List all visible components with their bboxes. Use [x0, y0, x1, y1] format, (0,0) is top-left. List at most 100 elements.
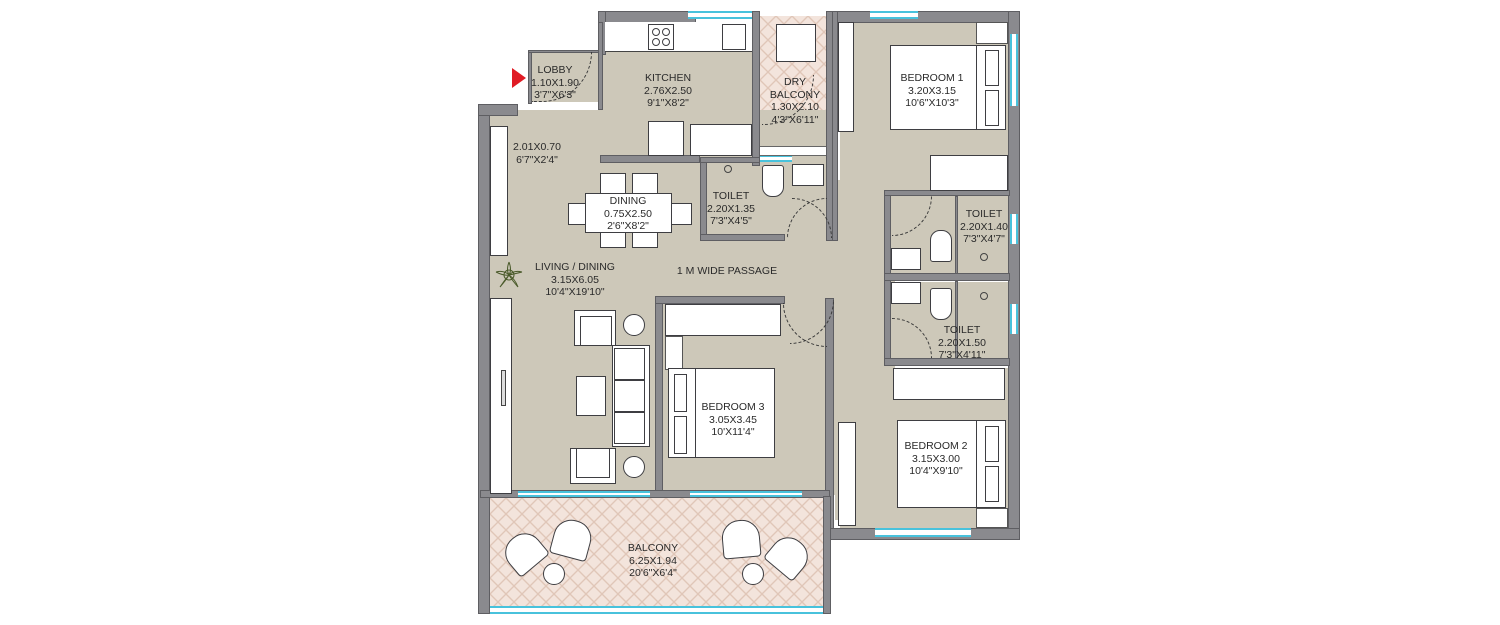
coffee-table [576, 376, 606, 416]
room-name: BEDROOM 3 [701, 401, 765, 413]
pillow [985, 466, 999, 502]
room-imperial: 6'7"X2'4" [516, 153, 558, 166]
room-metric: 3.05X3.45 [709, 413, 757, 426]
room-metric: 0.75X2.50 [604, 207, 652, 220]
room-name: 1 M WIDE PASSAGE [676, 265, 778, 277]
wall-bedroom3-top [655, 296, 785, 304]
kitchen-window [688, 11, 752, 19]
dry-balcony-shelf [760, 146, 826, 156]
fridge-icon [648, 121, 684, 156]
wall-kitchen-right [752, 11, 760, 166]
armchair-seat [580, 316, 612, 346]
entry-arrow-icon [512, 68, 526, 88]
balcony-railing [490, 606, 823, 614]
pillow [985, 50, 999, 86]
room-name: TOILET [712, 190, 750, 202]
room-metric: 6.25X1.94 [629, 554, 677, 567]
toilet-icon [930, 288, 952, 320]
sofa-cushion [614, 380, 645, 412]
bedroom1-wardrobe [838, 22, 854, 132]
shower-icon [724, 165, 732, 173]
wall-foyer-ledge [478, 104, 518, 116]
toilet-b2-label: TOILET 2.20X1.50 7'3"X4'11" [938, 324, 986, 362]
balcony-table [742, 563, 764, 585]
room-metric: 1.30X2.10 [771, 101, 819, 113]
room-metric: 2.20X1.50 [938, 336, 986, 349]
washbasin-icon [792, 164, 824, 186]
toilet-icon [930, 230, 952, 262]
bedroom2-nightstand [976, 508, 1008, 528]
passage-label: 1 M WIDE PASSAGE [677, 265, 777, 278]
room-name: LIVING / DINING [535, 261, 615, 273]
room-name: DINING [609, 195, 647, 207]
sofa-cushion [614, 348, 645, 380]
wall-kitchen-divider [598, 22, 603, 110]
room-name: BEDROOM 1 [900, 72, 964, 84]
room-imperial: 10'4"X9'10" [909, 465, 963, 477]
room-name: LOBBY [537, 64, 573, 76]
room-imperial: 9'1"X8'2" [647, 97, 689, 109]
room-name: TOILET [965, 208, 1003, 220]
wall-balcony-top [480, 490, 830, 498]
toilet-b2-window [1010, 304, 1018, 334]
kitchen-label: KITCHEN 2.76X2.50 9'1"X8'2" [644, 72, 692, 110]
room-imperial: 2'6"X8'2" [607, 220, 649, 232]
burner-icon [662, 28, 670, 36]
bedroom1-window-top [870, 11, 918, 19]
room-metric: 3.20X3.15 [908, 84, 956, 97]
bedroom1-window-right [1010, 34, 1018, 106]
bedroom1-desk [930, 155, 1008, 191]
wall-kitchen-bottom [600, 155, 700, 163]
bedroom1-nightstand-top [976, 22, 1008, 44]
room-imperial: 7'3"X4'7" [963, 233, 1005, 245]
room-imperial: 7'3"X4'11" [938, 349, 986, 361]
bedroom3-label: BEDROOM 3 3.05X3.45 10'X11'4" [701, 401, 764, 439]
bedroom3-wardrobe-side [665, 336, 683, 370]
dry-balcony-ledge [760, 11, 826, 16]
room-imperial: 4'3"X6'11" [771, 113, 819, 126]
dining-chair [600, 173, 626, 195]
side-table [623, 314, 645, 336]
dry-balcony-label: DRY BALCONY 1.30X2.10 4'3"X6'11" [770, 76, 820, 126]
dining-chair [632, 173, 658, 195]
room-imperial: 10'6"X10'3" [905, 97, 959, 109]
room-name: DRY [784, 76, 806, 88]
washbasin-icon [891, 282, 921, 304]
room-name: KITCHEN [644, 72, 692, 84]
foyer-label: 2.01X0.70 6'7"X2'4" [513, 141, 561, 166]
room-imperial: 10'X11'4" [711, 426, 755, 438]
wall-toilet-common-top [700, 157, 760, 163]
wall-toilet-b1-divider [955, 196, 958, 274]
tv-icon [501, 370, 506, 406]
pillow [985, 90, 999, 126]
room-imperial: 3'7"X6'3" [534, 89, 576, 101]
wall-bedroom3-left [655, 296, 663, 496]
living-dining-label: LIVING / DINING 3.15X6.05 10'4"X19'10" [535, 261, 615, 299]
burner-icon [652, 38, 660, 46]
kitchen-sink-icon [722, 24, 746, 50]
wall-toilet-common-left [700, 160, 707, 240]
pillow [674, 374, 687, 412]
room-metric: 3.15X3.00 [912, 452, 960, 465]
room-name: BALCONY [769, 88, 821, 101]
room-metric: 2.76X2.50 [644, 84, 692, 97]
room-metric: 2.20X1.35 [707, 202, 755, 215]
tv-unit-upper [490, 126, 508, 256]
shower-icon [980, 253, 988, 261]
lobby-label: LOBBY 1.10X1.90 3'7"X6'3" [531, 64, 579, 102]
washbasin-icon [891, 248, 921, 270]
balcony-table [543, 563, 565, 585]
room-name: TOILET [943, 324, 981, 336]
toilet-common-window [760, 155, 792, 162]
bedroom2-desk [893, 368, 1005, 400]
room-imperial: 10'4"X19'10" [545, 286, 605, 298]
dining-chair [670, 203, 692, 225]
burner-icon [662, 38, 670, 46]
bedroom1-label: BEDROOM 1 3.20X3.15 10'6"X10'3" [900, 72, 963, 110]
shower-icon [980, 292, 988, 300]
wall-toilet-b2-divider [955, 281, 958, 359]
room-metric: 1.10X1.90 [531, 76, 579, 89]
room-metric: 2.20X1.40 [960, 220, 1008, 233]
hob-icon [648, 24, 674, 50]
side-table [623, 456, 645, 478]
